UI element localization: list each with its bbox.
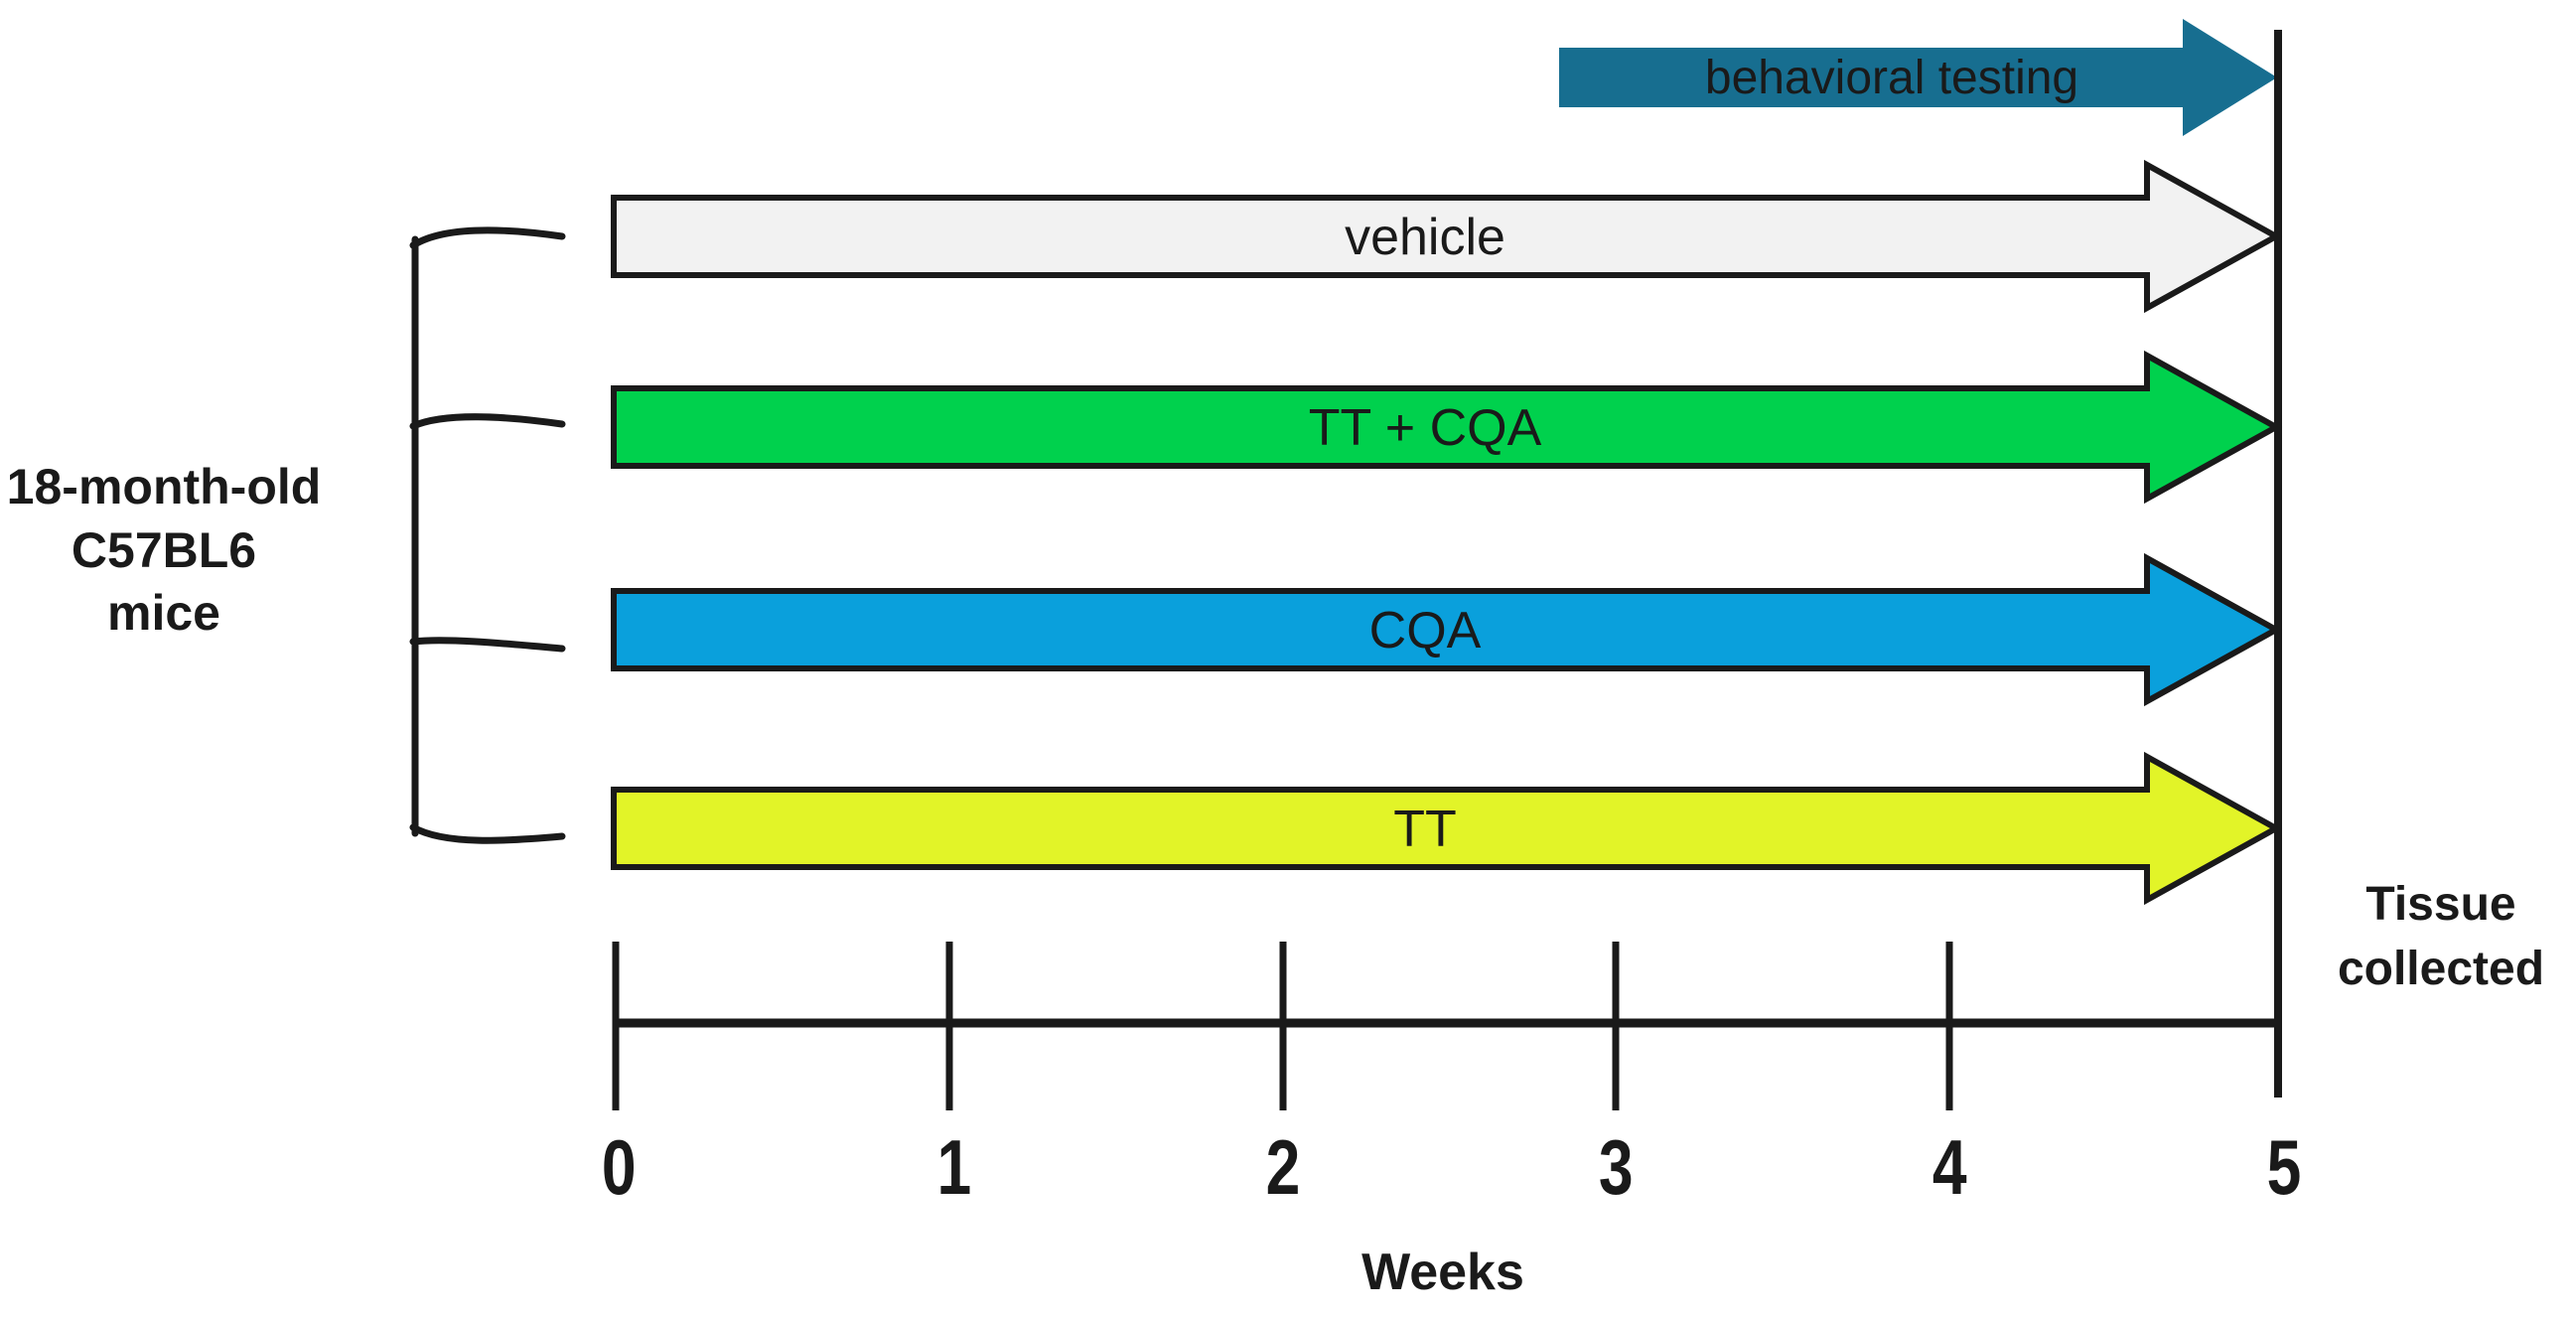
treatment-arrow-tt-cqa-shape xyxy=(611,350,2283,505)
axis-tick-label-3: 3 xyxy=(1599,1123,1634,1210)
axis-tick-label-2: 2 xyxy=(1266,1123,1301,1210)
treatment-arrow-tt-shape xyxy=(611,751,2283,906)
treatment-arrow-tt: TT xyxy=(611,751,2283,906)
treatment-arrow-vehicle: vehicle xyxy=(611,159,2283,314)
treatment-arrow-tt-cqa-label: TT + CQA xyxy=(1309,399,1542,457)
cohort-label-line2: C57BL6 xyxy=(72,522,256,578)
cohort-bracket xyxy=(409,226,566,844)
treatment-arrow-tt-label: TT xyxy=(1393,801,1457,858)
treatment-arrow-cqa-label: CQA xyxy=(1369,602,1482,660)
cohort-label-line3: mice xyxy=(107,585,220,641)
behavioral-testing-label: behavioral testing xyxy=(1705,52,2078,104)
axis-tick-label-5: 5 xyxy=(2267,1123,2302,1210)
treatment-arrow-vehicle-shape xyxy=(611,159,2283,314)
behavioral-testing-arrow-shape xyxy=(1559,19,2277,136)
weeks-axis: 0 1 2 3 4 5 Weeks xyxy=(602,942,2302,1301)
bracket-branch-vehicle xyxy=(409,226,566,249)
bracket-branch-tt-cqa xyxy=(409,413,566,430)
axis-title-weeks: Weeks xyxy=(1361,1244,1524,1301)
endpoint-label-line1: Tissue xyxy=(2365,878,2515,931)
axis-tick-label-1: 1 xyxy=(936,1123,971,1210)
axis-tick-label-0: 0 xyxy=(602,1123,637,1210)
cohort-label-line1: 18-month-old xyxy=(7,459,322,514)
treatment-arrow-tt-cqa: TT + CQA xyxy=(611,350,2283,505)
treatment-arrow-cqa-shape xyxy=(611,552,2283,707)
axis-tick-labels: 0 1 2 3 4 5 xyxy=(602,1123,2302,1210)
behavioral-testing-arrow: behavioral testing xyxy=(1559,19,2277,136)
treatment-arrow-cqa: CQA xyxy=(611,552,2283,707)
treatment-arrow-vehicle-label: vehicle xyxy=(1345,209,1505,266)
bracket-branch-tt xyxy=(409,823,566,844)
endpoint-label-line2: collected xyxy=(2338,943,2544,995)
endpoint-label: Tissue collected xyxy=(2338,878,2544,995)
cohort-label: 18-month-old C57BL6 mice xyxy=(7,459,322,641)
bracket-branch-cqa xyxy=(409,637,566,653)
axis-tick-label-4: 4 xyxy=(1932,1123,1967,1210)
